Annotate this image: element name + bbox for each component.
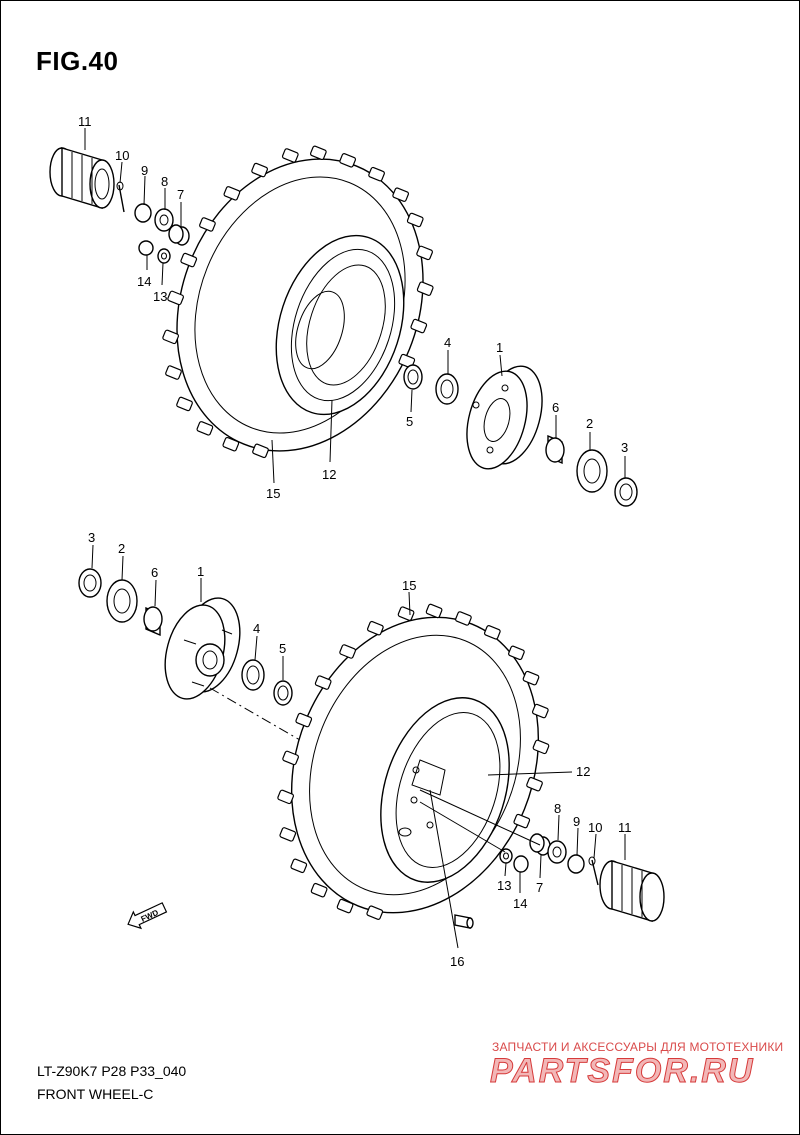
callout: 9 — [573, 814, 580, 829]
castle-nut-top — [134, 203, 152, 223]
callout: 3 — [88, 530, 95, 545]
washer-8-bottom — [547, 840, 567, 864]
callout: 1 — [496, 340, 503, 355]
diagram-subtitle: FRONT WHEEL-C — [37, 1086, 154, 1102]
callout: 13 — [497, 878, 511, 893]
spacer-6-top — [545, 434, 565, 465]
callout: 16 — [450, 954, 464, 969]
bearing-2-bottom — [106, 579, 138, 623]
callout: 7 — [177, 187, 184, 202]
watermark-brand: PARTSFOR.RU — [489, 1052, 755, 1091]
hub-1-bottom — [164, 597, 241, 700]
callout: 15 — [402, 578, 416, 593]
cotter-pin-10-bottom — [588, 856, 599, 886]
seal-5-top — [403, 364, 423, 390]
hub-1-top — [466, 365, 543, 470]
callout: 6 — [552, 400, 559, 415]
bearing-2-top — [576, 449, 608, 493]
bearing-4-bottom — [241, 659, 265, 691]
callout: 4 — [444, 335, 451, 350]
callout: 6 — [151, 565, 158, 580]
callout: 8 — [161, 174, 168, 189]
callout: 4 — [253, 621, 260, 636]
washer-top — [154, 208, 174, 232]
callout: 5 — [279, 641, 286, 656]
rim-top — [275, 234, 405, 416]
castle-nut-9-bottom — [567, 854, 585, 874]
callout: 3 — [621, 440, 628, 455]
seal-3-bottom — [78, 568, 102, 598]
nut-14-bottom — [513, 855, 529, 873]
callout: 12 — [322, 467, 336, 482]
fwd-arrow-icon: FWD — [127, 902, 168, 930]
valve-16 — [454, 914, 474, 929]
callout: 13 — [153, 289, 167, 304]
figure-title: FIG.40 — [36, 46, 119, 76]
watermark-tagline: ЗАПЧАСТИ И АКСЕССУАРЫ ДЛЯ МОТОТЕХНИКИ — [492, 1040, 784, 1054]
diagram-code: LT-Z90K7 P28 P33_040 — [37, 1063, 187, 1079]
callout: 12 — [576, 764, 590, 779]
callout: 10 — [115, 148, 129, 163]
seal-3-top — [614, 477, 638, 507]
cotter-pin-top — [116, 181, 125, 213]
callout: 5 — [406, 414, 413, 429]
washer-13-top — [157, 248, 171, 264]
hub-cap-11-bottom — [599, 860, 665, 922]
callout: 14 — [137, 274, 151, 289]
spacer-6-bottom — [143, 606, 163, 637]
seal-5-bottom — [273, 680, 293, 706]
bearing-4-top — [435, 373, 459, 405]
hub-cap-top — [49, 147, 115, 209]
callout: 9 — [141, 163, 148, 178]
callouts-top: 11 10 9 8 7 14 13 12 15 5 4 1 6 2 3 — [78, 114, 628, 501]
washer-13-bottom — [499, 848, 513, 864]
spacer-top — [168, 224, 190, 246]
callout: 11 — [618, 820, 632, 835]
fwd-label: FWD — [139, 908, 160, 924]
callout: 2 — [586, 416, 593, 431]
callout: 1 — [197, 564, 204, 579]
callout: 10 — [588, 820, 602, 835]
callout: 8 — [554, 801, 561, 816]
callout: 14 — [513, 896, 527, 911]
callout: 15 — [266, 486, 280, 501]
callout: 11 — [78, 114, 92, 129]
callouts-bottom: 3 2 6 1 4 5 15 12 8 9 10 11 13 14 7 16 — [88, 530, 632, 969]
nut-14-top — [138, 240, 154, 256]
callout: 2 — [118, 541, 125, 556]
callout: 7 — [536, 880, 543, 895]
